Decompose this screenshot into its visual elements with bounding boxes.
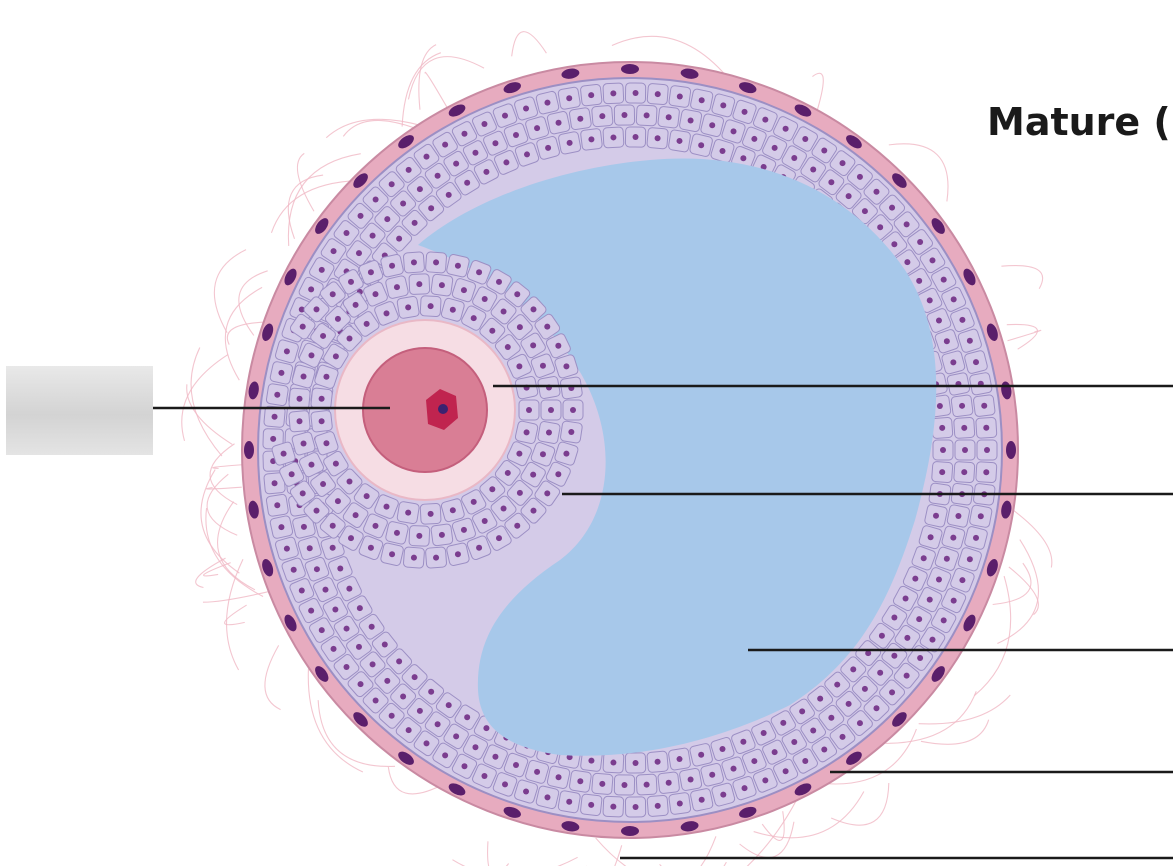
nucleolus: [438, 404, 448, 414]
oocyte-complex: [335, 320, 515, 500]
oocyte: [363, 348, 487, 472]
answer-box-oocyte[interactable]: [6, 366, 153, 455]
diagram-title: Mature (: [987, 100, 1171, 144]
